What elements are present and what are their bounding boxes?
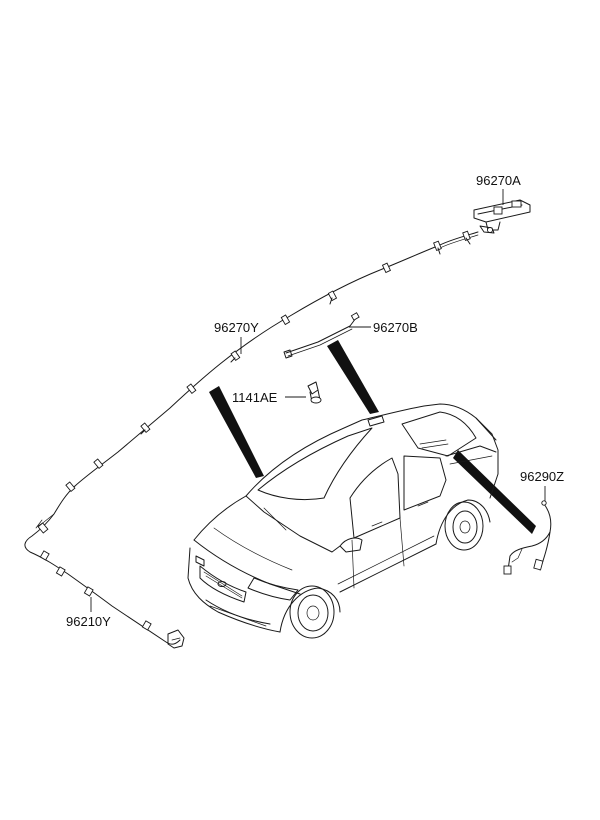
harness-96270y bbox=[74, 230, 479, 487]
antenna-unit-96270a bbox=[473, 199, 531, 234]
label-96290Z: 96290Z bbox=[520, 469, 564, 484]
harness-96210y bbox=[24, 481, 185, 649]
label-96270A: 96270A bbox=[476, 173, 521, 188]
harness-96290z bbox=[503, 500, 552, 575]
location-bands bbox=[209, 340, 536, 534]
label-96210Y: 96210Y bbox=[66, 614, 111, 629]
leader-lines bbox=[90, 189, 546, 612]
car-body bbox=[187, 403, 499, 639]
cable-96270b bbox=[283, 312, 360, 359]
label-1141AE: 1141AE bbox=[232, 390, 278, 405]
label-96270Y: 96270Y bbox=[214, 320, 259, 335]
bolt-1141ae bbox=[307, 381, 322, 404]
label-96270B: 96270B bbox=[373, 320, 418, 335]
